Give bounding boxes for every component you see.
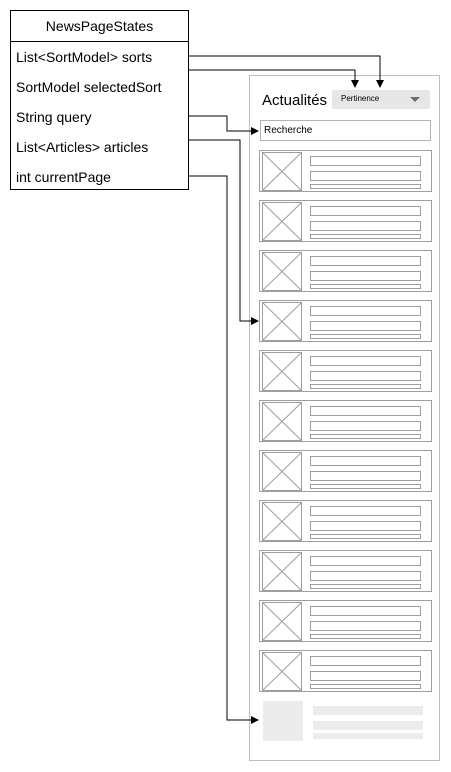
field-query: String query (16, 109, 92, 125)
article-subtitle-line (310, 471, 421, 481)
image-placeholder-icon (262, 202, 302, 241)
article-item[interactable] (259, 400, 432, 442)
arrow-query (189, 115, 259, 135)
image-placeholder-icon (262, 252, 302, 291)
field-current-page: int currentPage (16, 169, 111, 185)
article-item[interactable] (259, 500, 432, 542)
image-placeholder-icon (262, 602, 302, 641)
article-subtitle-line (310, 171, 421, 181)
article-title-line (310, 656, 421, 666)
article-meta-line (310, 434, 421, 439)
page-title: Actualités (262, 92, 328, 109)
sort-select-value: Pertinence (341, 94, 380, 103)
article-subtitle-line (310, 521, 421, 531)
article-meta-line (310, 184, 421, 189)
article-item[interactable] (259, 200, 432, 242)
class-box: NewsPageStates List<SortModel> sorts Sor… (10, 10, 189, 190)
loading-line (313, 733, 423, 739)
image-placeholder-icon (262, 552, 302, 591)
article-subtitle-line (310, 221, 421, 231)
article-item[interactable] (259, 350, 432, 392)
article-title-line (310, 506, 421, 516)
article-subtitle-line (310, 271, 421, 281)
article-meta-line (310, 634, 421, 639)
phone-mockup: Actualités Pertinence Recherche (249, 75, 440, 761)
article-meta-line (310, 234, 421, 239)
article-subtitle-line (310, 321, 421, 331)
article-item[interactable] (259, 300, 432, 342)
field-articles: List<Articles> articles (16, 139, 149, 155)
article-title-line (310, 456, 421, 466)
article-title-line (310, 606, 421, 616)
field-selected-sort: SortModel selectedSort (16, 79, 162, 95)
article-subtitle-line (310, 621, 421, 631)
image-placeholder-icon (262, 652, 302, 691)
field-sorts: List<SortModel> sorts (16, 49, 153, 65)
article-title-line (310, 156, 421, 166)
loading-line (313, 721, 423, 730)
article-title-line (310, 556, 421, 566)
class-title: NewsPageStates (11, 11, 188, 42)
article-item[interactable] (259, 550, 432, 592)
arrow-articles (189, 139, 259, 325)
chevron-down-icon (410, 97, 420, 102)
image-placeholder-icon (262, 302, 302, 341)
article-title-line (310, 306, 421, 316)
article-title-line (310, 356, 421, 366)
image-placeholder-icon (262, 502, 302, 541)
article-subtitle-line (310, 421, 421, 431)
sort-select[interactable]: Pertinence (332, 90, 430, 109)
search-input[interactable]: Recherche (260, 120, 431, 141)
arrow-current-page (189, 175, 259, 724)
article-item[interactable] (259, 600, 432, 642)
article-meta-line (310, 334, 421, 339)
article-title-line (310, 256, 421, 266)
article-item[interactable] (259, 650, 432, 692)
image-placeholder-icon (262, 452, 302, 491)
article-item[interactable] (259, 450, 432, 492)
article-meta-line (310, 584, 421, 589)
article-meta-line (310, 384, 421, 389)
article-subtitle-line (310, 571, 421, 581)
article-meta-line (310, 484, 421, 489)
article-title-line (310, 406, 421, 416)
image-placeholder-icon (262, 352, 302, 391)
article-item[interactable] (259, 250, 432, 292)
loading-thumb (263, 701, 303, 741)
article-subtitle-line (310, 371, 421, 381)
image-placeholder-icon (262, 402, 302, 441)
image-placeholder-icon (262, 152, 302, 191)
article-subtitle-line (310, 671, 421, 681)
loading-line (313, 706, 423, 715)
article-meta-line (310, 684, 421, 689)
article-item[interactable] (259, 150, 432, 192)
article-title-line (310, 206, 421, 216)
article-meta-line (310, 284, 421, 289)
article-meta-line (310, 534, 421, 539)
